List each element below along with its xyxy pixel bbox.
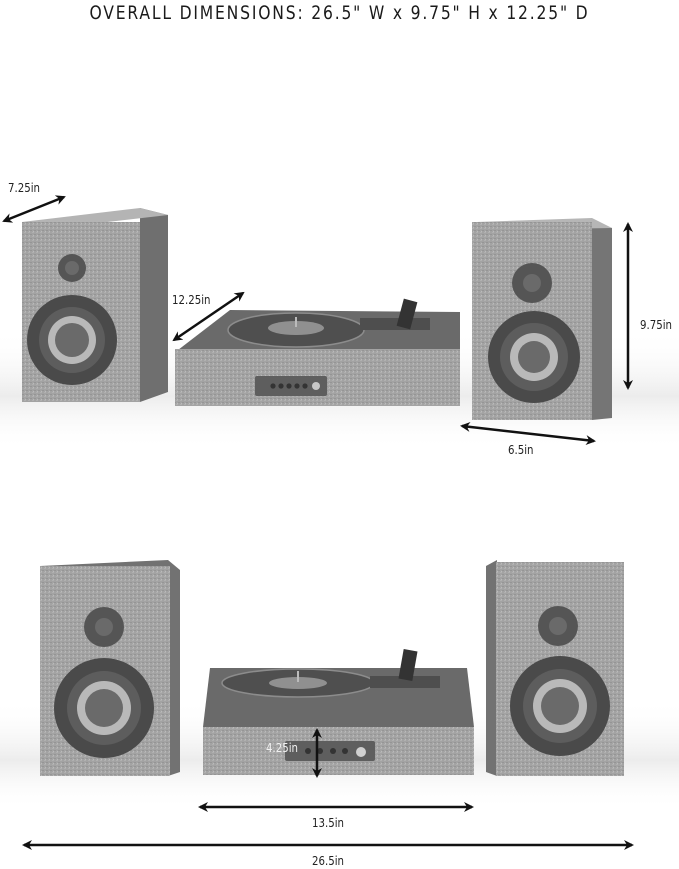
turntable-depth-arrow — [172, 291, 245, 342]
speaker-width-label: 6.5in — [508, 443, 534, 457]
left-speaker-angled — [22, 208, 168, 402]
overall-width-label: 26.5in — [312, 854, 345, 868]
speaker-depth-label: 7.25in — [8, 181, 41, 195]
turntable-depth-label: 12.25in — [172, 293, 211, 307]
turntable-angled — [175, 298, 460, 406]
turntable-front — [203, 649, 474, 775]
left-speaker-front — [40, 560, 180, 776]
speaker-height-label: 9.75in — [640, 318, 673, 332]
right-speaker-front — [486, 560, 624, 776]
turntable-width-label: 13.5in — [312, 816, 345, 830]
overall-dimensions-title: OVERALL DIMENSIONS: 26.5" W x 9.75" H x … — [89, 2, 590, 24]
speaker-width-arrow — [460, 421, 596, 446]
turntable-height-label: 4.25in — [266, 741, 299, 755]
speaker-depth-arrow — [2, 195, 66, 223]
right-speaker-angled — [472, 218, 612, 420]
